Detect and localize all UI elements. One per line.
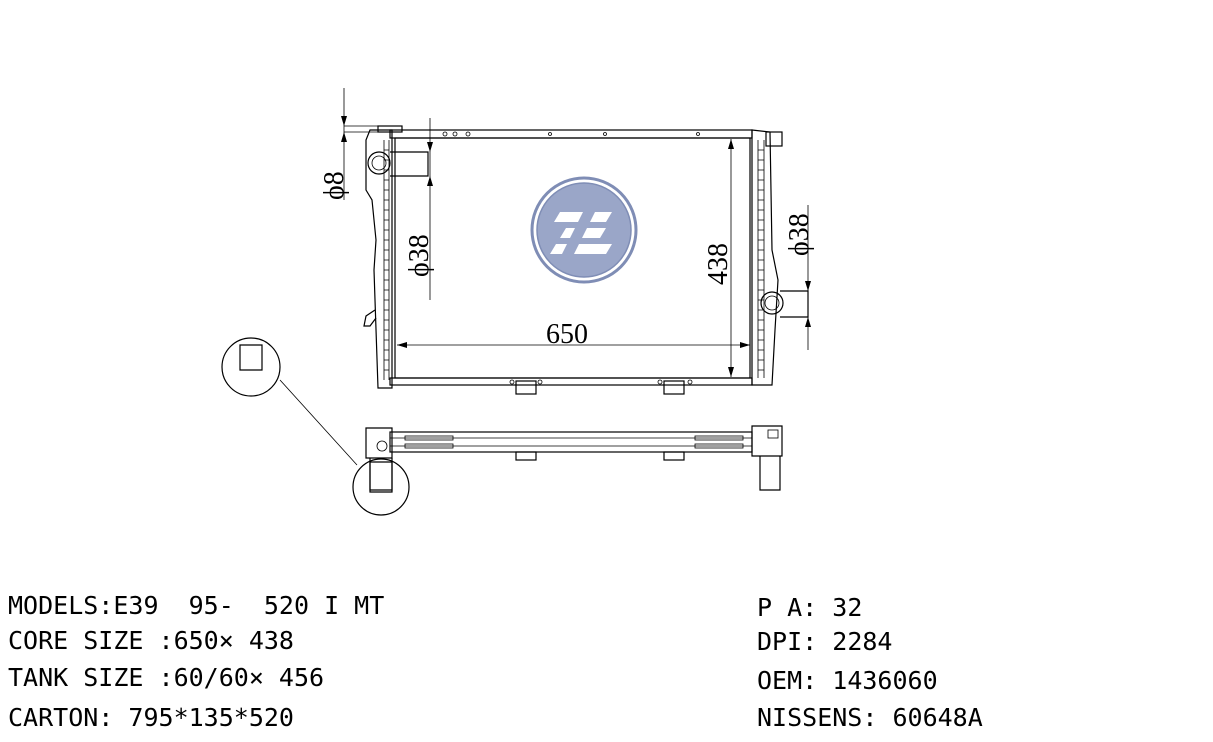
spec-carton-label: CARTON: [8,703,114,732]
spec-oem: OEM: 1436060 [757,667,938,695]
spec-core-size-label: CORE SIZE : [8,626,174,655]
spec-nissens-label: NISSENS: [757,703,878,732]
spec-dpi-value: 2284 [817,627,893,656]
spec-models-label: MODELS: [8,591,114,620]
spec-oem-label: OEM: [757,666,818,695]
spec-carton: CARTON: 795*135*520 [8,704,294,732]
spec-core-size-value: 650× 438 [173,626,294,655]
spec-pa: P A: 32 [757,594,862,622]
brand-logo-icon [530,176,638,284]
dimension-lines [341,88,811,377]
spec-core-size: CORE SIZE :650× 438 [8,627,294,655]
spec-pa-value: 32 [817,593,863,622]
width-dimension-label: 650 [546,319,588,350]
height-dimension-label: 438 [703,243,734,285]
spec-nissens-value: 60648A [877,703,983,732]
small-pipe-diameter-label: ϕ8 [319,171,350,200]
spec-dpi: DPI: 2284 [757,628,892,656]
radiator-top-view [365,425,783,491]
inlet-diameter-label: ϕ38 [404,234,435,277]
spec-tank-size: TANK SIZE :60/60× 456 [8,664,324,692]
spec-tank-size-value: 60/60× 456 [173,663,325,692]
outlet-diameter-label: ϕ38 [784,213,815,256]
spec-nissens: NISSENS: 60648A [757,704,983,732]
spec-dpi-label: DPI: [757,627,818,656]
spec-pa-label: P A: [757,593,818,622]
spec-tank-size-label: TANK SIZE : [8,663,174,692]
spec-models-value: E39 95- 520 I MT [113,591,385,620]
spec-models: MODELS:E39 95- 520 I MT [8,592,384,620]
spec-oem-value: 1436060 [817,666,938,695]
radiator-technical-drawing: 650 438 ϕ38 ϕ8 ϕ38 [221,88,815,516]
detail-callout [221,337,410,516]
spec-carton-value: 795*135*520 [113,703,294,732]
radiator-front-view [363,125,809,395]
